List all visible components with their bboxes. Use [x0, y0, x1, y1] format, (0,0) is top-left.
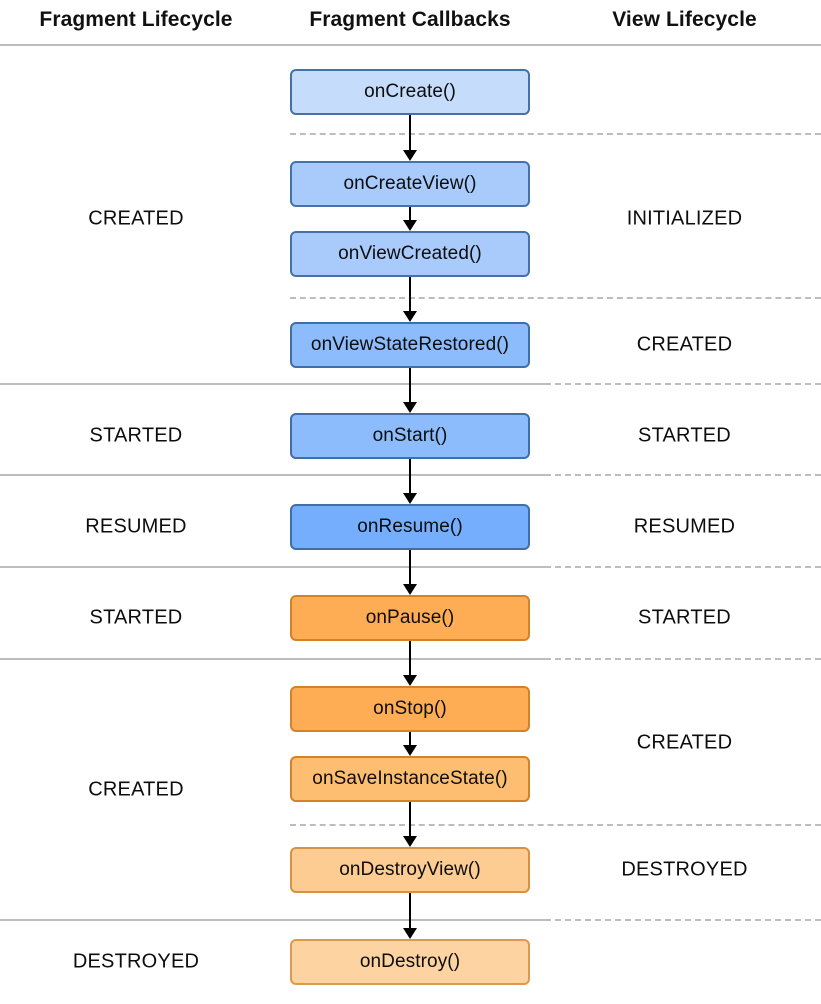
callback-box-on-save-instance-state[interactable]: onSaveInstanceState() [290, 756, 530, 802]
arrow-on-start-to-on-resume [409, 459, 411, 494]
arrow-on-destroy-view-to-on-destroy [409, 893, 411, 929]
callback-box-on-destroy-view[interactable]: onDestroyView() [290, 847, 530, 893]
view-state-created-2: CREATED [636, 731, 733, 754]
callback-box-on-destroy[interactable]: onDestroy() [290, 939, 530, 985]
arrow-on-view-state-restored-to-on-start [409, 368, 411, 403]
callback-box-on-resume[interactable]: onResume() [290, 504, 530, 550]
arrow-on-pause-to-on-stop-head [403, 675, 417, 686]
arrow-on-destroy-view-to-on-destroy-head [403, 928, 417, 939]
view-state-started-1: STARTED [638, 424, 731, 447]
callback-box-on-start[interactable]: onStart() [290, 413, 530, 459]
arrow-on-view-created-to-on-view-state-restored [409, 277, 411, 312]
fragment-state-created-1: CREATED [88, 207, 184, 230]
column-title-view-lifecycle: View Lifecycle [612, 8, 757, 31]
callback-box-on-pause[interactable]: onPause() [290, 595, 530, 641]
view-state-initialized: INITIALIZED [626, 207, 743, 230]
view-state-divider [545, 566, 821, 568]
view-state-divider [545, 474, 821, 476]
fragment-state-resumed: RESUMED [85, 515, 187, 538]
fragment-state-destroyed: DESTROYED [72, 950, 200, 973]
arrow-on-stop-to-on-save-instance-state-head [403, 745, 417, 756]
column-title-fragment-callbacks: Fragment Callbacks [309, 8, 511, 31]
arrow-on-start-to-on-resume-head [403, 493, 417, 504]
callback-box-on-create[interactable]: onCreate() [290, 69, 530, 115]
view-state-created-1: CREATED [636, 333, 733, 356]
view-state-divider [545, 658, 821, 660]
arrow-on-resume-to-on-pause-head [403, 584, 417, 595]
view-state-divider [545, 919, 821, 921]
view-state-divider [290, 297, 821, 299]
view-state-resumed: RESUMED [633, 515, 736, 538]
arrow-on-save-instance-state-to-on-destroy-view-head [403, 836, 417, 847]
view-state-divider [545, 383, 821, 385]
view-state-started-2: STARTED [638, 606, 731, 629]
view-state-divider [290, 824, 821, 826]
fragment-state-divider [0, 658, 545, 660]
view-state-divider [290, 133, 821, 135]
callback-box-on-view-state-restored[interactable]: onViewStateRestored() [290, 322, 530, 368]
arrow-on-pause-to-on-stop [409, 641, 411, 676]
arrow-on-create-view-to-on-view-created [409, 207, 411, 221]
fragment-state-started-1: STARTED [89, 424, 183, 447]
arrow-on-view-state-restored-to-on-start-head [403, 402, 417, 413]
fragment-state-divider [0, 919, 545, 921]
fragment-state-divider [0, 474, 545, 476]
callback-box-on-view-created[interactable]: onViewCreated() [290, 231, 530, 277]
arrow-on-create-view-to-on-view-created-head [403, 220, 417, 231]
arrow-on-create-to-on-create-view [409, 115, 411, 151]
fragment-state-started-2: STARTED [89, 606, 183, 629]
fragment-state-divider [0, 383, 545, 385]
callback-box-on-stop[interactable]: onStop() [290, 686, 530, 732]
fragment-state-created-2: CREATED [88, 778, 184, 801]
header-divider [0, 44, 821, 46]
fragment-state-divider [0, 566, 545, 568]
arrow-on-resume-to-on-pause [409, 550, 411, 585]
view-state-destroyed: DESTROYED [621, 858, 748, 881]
column-title-fragment-lifecycle: Fragment Lifecycle [39, 8, 233, 31]
arrow-on-create-to-on-create-view-head [403, 150, 417, 161]
arrow-on-save-instance-state-to-on-destroy-view [409, 802, 411, 837]
callback-box-on-create-view[interactable]: onCreateView() [290, 161, 530, 207]
arrow-on-view-created-to-on-view-state-restored-head [403, 311, 417, 322]
arrow-on-stop-to-on-save-instance-state [409, 732, 411, 746]
